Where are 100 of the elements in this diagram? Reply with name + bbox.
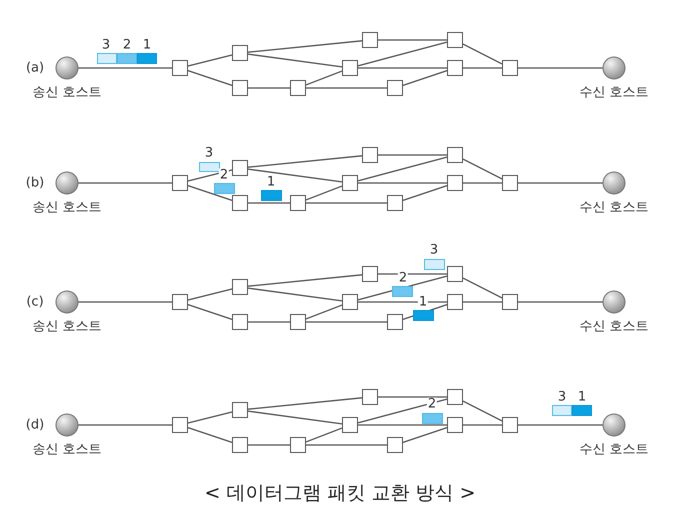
link-line bbox=[518, 182, 603, 184]
router-box bbox=[362, 266, 378, 282]
router-box bbox=[447, 32, 463, 48]
router-box bbox=[362, 32, 378, 48]
router-box bbox=[232, 45, 248, 61]
link-line bbox=[248, 321, 290, 323]
link-line bbox=[358, 424, 447, 426]
router-box bbox=[447, 417, 463, 433]
link-line bbox=[248, 202, 290, 204]
link-line bbox=[306, 304, 342, 320]
host-label: 송신 호스트 bbox=[31, 84, 103, 101]
packet-number: 3 bbox=[428, 244, 440, 256]
link-line bbox=[306, 321, 387, 323]
link-line bbox=[462, 158, 502, 180]
router-box bbox=[172, 175, 188, 191]
link-line bbox=[378, 39, 447, 41]
link-line bbox=[306, 427, 342, 443]
host-label: 수신 호스트 bbox=[578, 199, 650, 216]
link-line bbox=[248, 87, 290, 89]
host-label: 송신 호스트 bbox=[31, 441, 103, 458]
router-box bbox=[502, 417, 518, 433]
router-box bbox=[387, 314, 403, 330]
panel-label: (a) bbox=[24, 62, 46, 74]
link-line bbox=[248, 397, 362, 410]
link-line bbox=[462, 44, 502, 64]
link-line bbox=[518, 424, 603, 426]
packet-number: 1 bbox=[418, 296, 428, 308]
host-label: 송신 호스트 bbox=[31, 199, 103, 216]
router-box bbox=[232, 437, 248, 453]
link-line bbox=[378, 273, 447, 275]
link-line bbox=[306, 87, 387, 89]
router-box bbox=[172, 60, 188, 76]
packet-number: 3 bbox=[100, 38, 112, 52]
link-line bbox=[463, 182, 502, 184]
router-box bbox=[342, 175, 358, 191]
router-box bbox=[447, 389, 463, 405]
link-line bbox=[402, 185, 448, 201]
router-box bbox=[447, 147, 463, 163]
link-line bbox=[78, 182, 172, 184]
link-line bbox=[248, 168, 342, 183]
link-line bbox=[463, 67, 502, 69]
router-box bbox=[290, 195, 306, 211]
router-box bbox=[502, 294, 518, 310]
link-line bbox=[378, 396, 447, 398]
link-line bbox=[306, 185, 342, 201]
link-line bbox=[378, 154, 447, 156]
link-line bbox=[248, 287, 342, 302]
link-line bbox=[463, 424, 502, 426]
link-line bbox=[248, 274, 362, 287]
router-box bbox=[387, 437, 403, 453]
link-line bbox=[358, 67, 447, 69]
link-line bbox=[188, 169, 232, 182]
link-line bbox=[358, 156, 448, 182]
router-box bbox=[387, 195, 403, 211]
router-box bbox=[502, 175, 518, 191]
router-box bbox=[447, 60, 463, 76]
link-line bbox=[358, 182, 447, 184]
link-line bbox=[518, 67, 603, 69]
link-line bbox=[306, 70, 342, 86]
link-line bbox=[306, 444, 387, 446]
link-line bbox=[463, 301, 502, 303]
packet-number: 2 bbox=[426, 398, 438, 410]
host-label: 송신 호스트 bbox=[31, 318, 103, 335]
link-line bbox=[78, 301, 172, 303]
router-box bbox=[172, 294, 188, 310]
link-line bbox=[248, 40, 362, 53]
packet-number: 2 bbox=[398, 272, 408, 284]
link-line bbox=[402, 70, 448, 86]
packet-number: 1 bbox=[576, 390, 588, 404]
link-line bbox=[402, 427, 448, 443]
router-box bbox=[290, 437, 306, 453]
router-box bbox=[447, 175, 463, 191]
host-label: 수신 호스트 bbox=[578, 441, 650, 458]
link-line bbox=[462, 400, 502, 422]
link-line bbox=[358, 42, 448, 66]
router-box bbox=[232, 195, 248, 211]
link-line bbox=[188, 411, 232, 424]
router-box bbox=[387, 80, 403, 96]
router-box bbox=[290, 80, 306, 96]
router-box bbox=[362, 147, 378, 163]
router-box bbox=[342, 417, 358, 433]
link-line bbox=[188, 54, 232, 67]
packet-number: 2 bbox=[218, 168, 230, 182]
packet-number: 3 bbox=[204, 146, 214, 160]
router-box bbox=[447, 294, 463, 310]
link-line bbox=[188, 70, 232, 86]
caption: < 데이터그램 패킷 교환 방식 > bbox=[204, 482, 476, 504]
link-line bbox=[248, 410, 342, 425]
router-box bbox=[502, 60, 518, 76]
router-box bbox=[447, 266, 463, 282]
link-line bbox=[306, 202, 387, 204]
panel-label: (d) bbox=[24, 418, 46, 432]
packet-number: 2 bbox=[122, 38, 132, 52]
host-label: 수신 호스트 bbox=[578, 84, 650, 101]
router-box bbox=[342, 294, 358, 310]
router-box bbox=[172, 417, 188, 433]
link-line bbox=[78, 424, 172, 426]
panel-label: (c) bbox=[25, 296, 45, 308]
link-line bbox=[248, 444, 290, 446]
link-line bbox=[358, 398, 448, 424]
